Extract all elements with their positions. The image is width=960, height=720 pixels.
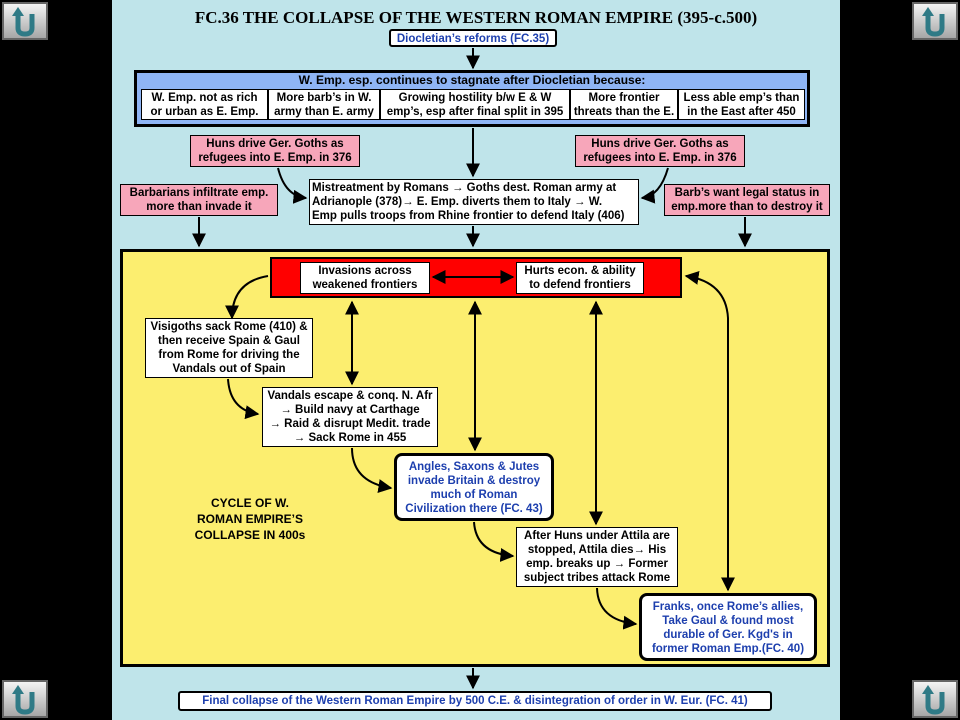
reason-more-barbarians: More barb’s in W.army than E. army <box>268 89 380 120</box>
back-button-bottom-left[interactable] <box>2 680 48 718</box>
u-turn-back-icon <box>922 7 945 37</box>
back-button-top-left[interactable] <box>2 2 48 40</box>
back-button-top-right[interactable] <box>912 2 958 40</box>
back-button-bottom-right[interactable] <box>912 680 958 718</box>
franks-box[interactable]: Franks, once Rome’s allies,Take Gaul & f… <box>639 593 817 661</box>
page-title: FC.36 THE COLLAPSE OF THE WESTERN ROMAN … <box>194 8 758 27</box>
barbarians-infiltrate: Barbarians infiltrate emp.more than inva… <box>120 184 278 216</box>
stagnation-header: W. Emp. esp. continues to stagnate after… <box>298 73 646 87</box>
diocletian-reforms-ref[interactable]: Diocletian’s reforms (FC.35) <box>389 29 557 47</box>
visigoths-box: Visigoths sack Rome (410) &then receive … <box>145 318 313 378</box>
u-turn-back-icon <box>922 685 945 715</box>
final-collapse-ref[interactable]: Final collapse of the Western Roman Empi… <box>178 691 772 711</box>
u-turn-back-icon <box>12 685 35 715</box>
mistreatment-box: Mistreatment by Romans → Goths dest. Rom… <box>309 179 639 225</box>
vandals-box: Vandals escape & conq. N. Afr→ Build nav… <box>262 387 438 447</box>
u-turn-back-icon <box>12 7 35 37</box>
